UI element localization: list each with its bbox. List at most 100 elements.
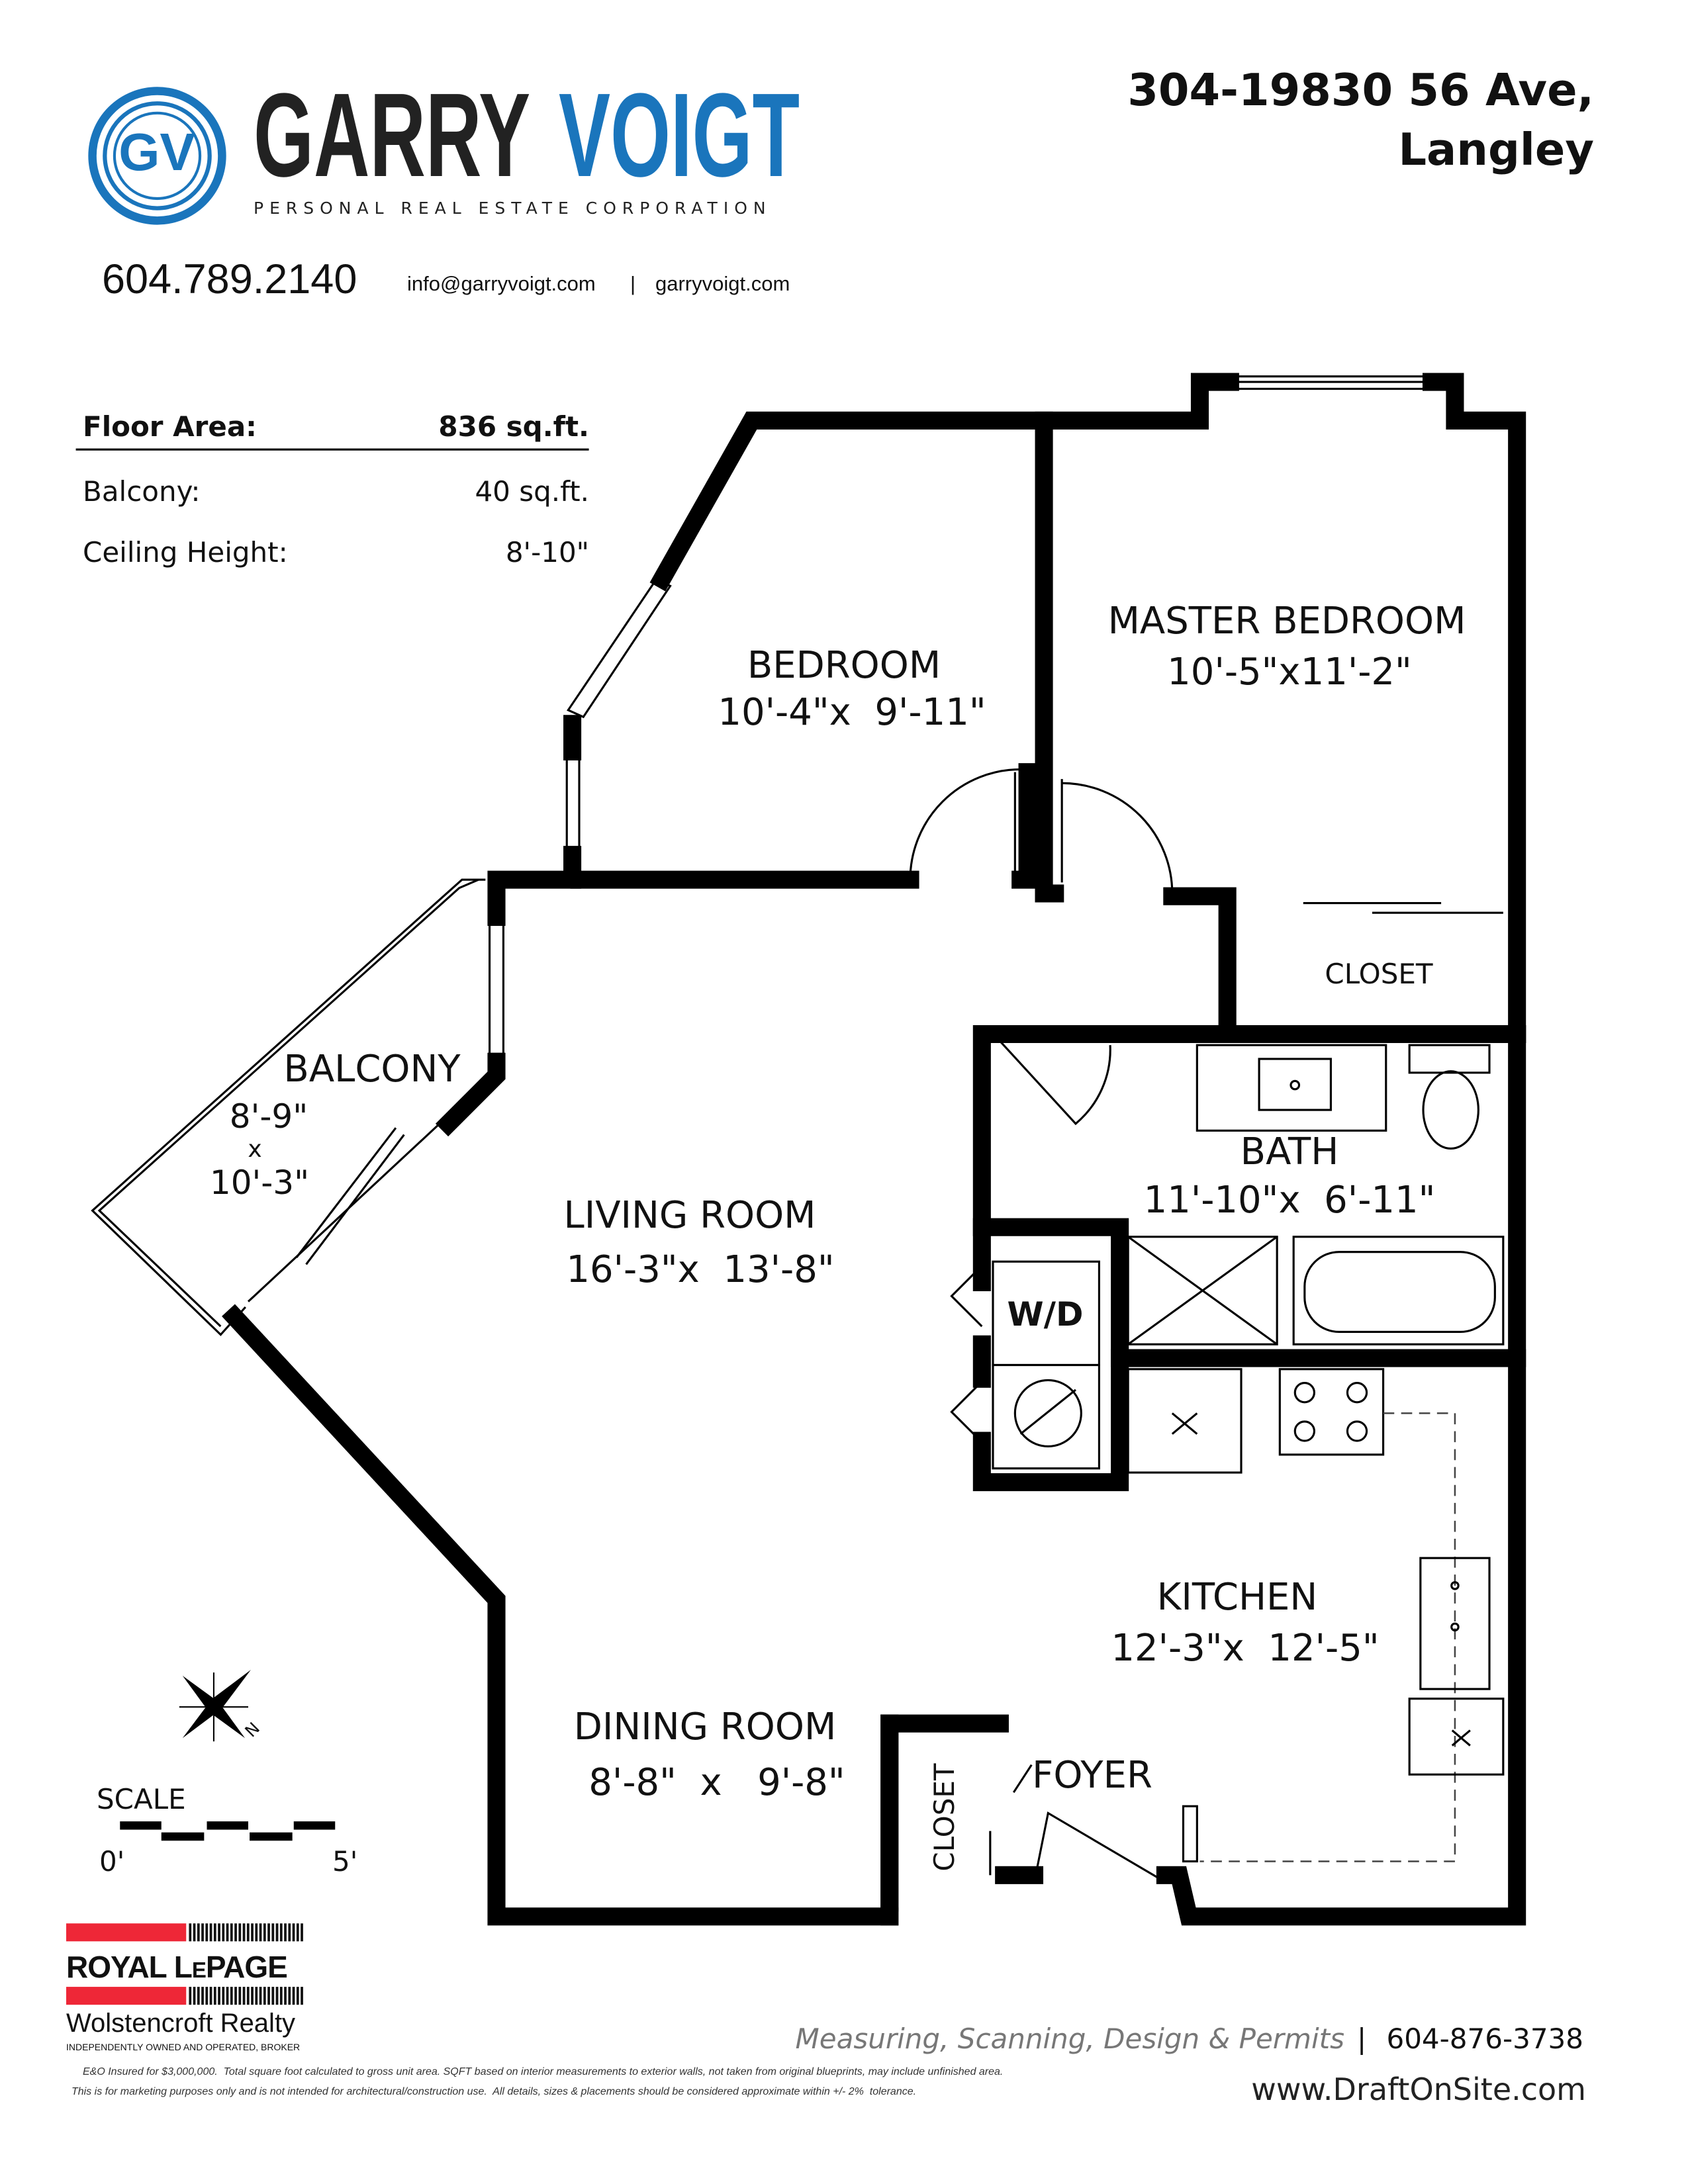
kitchen-label: KITCHEN [1156,1576,1318,1619]
logo-stripe [301,1923,303,1942]
logo-stripe [193,1987,196,2005]
master-bedroom-label: MASTER BEDROOM [1107,600,1466,643]
logo-stripe [263,1987,266,2005]
logo-stripe [246,1987,250,2005]
logo-stripe [189,1987,192,2005]
footer-sep: | [1357,2023,1367,2055]
agent-website[interactable]: garryvoigt.com [655,272,790,295]
master-bedroom-dims: 10'-5"x11'-2" [1167,651,1412,694]
brokerage-office: Wolstencroft Realty [66,2009,296,2038]
royal-lepage-bars [66,1923,303,2005]
brokerage-name-part: PAGE [205,1950,288,1984]
logo-stripe [296,1987,299,2005]
ceiling-label: Ceiling Height: [83,536,288,569]
logo-stripe [246,1923,250,1942]
logo-stripe [275,1923,279,1942]
balcony-area-value: 40 sq.ft. [475,475,589,508]
dining-room-dims: 8'-8" x 9'-8" [588,1761,845,1804]
balcony-x: x [248,1136,262,1163]
logo-stripe [288,1987,291,2005]
scale-title: SCALE [97,1783,186,1815]
draftonsite-website[interactable]: www.DraftOnSite.com [1251,2071,1586,2107]
balcony-dim1: 8'-9" [229,1097,308,1136]
logo-stripe [238,1987,242,2005]
logo-stripe [271,1987,275,2005]
scale-bar [120,1821,336,1841]
logo-stripe [197,1987,200,2005]
brand-last: VOIGT [559,69,800,202]
logo-stripe [222,1923,225,1942]
contact-separator: | [630,272,636,295]
scale-start: 0' [99,1845,125,1878]
logo-stripe [271,1923,275,1942]
logo-rings [88,87,226,225]
logo-stripe [284,1987,287,2005]
address-line1: 304-19830 56 Ave, [1127,64,1594,116]
logo-stripe [292,1923,295,1942]
living-room-dims: 16'-3"x 13'-8" [566,1248,835,1291]
foyer-closet-label: CLOSET [927,1763,961,1872]
logo-stripe [197,1923,200,1942]
disclaimer-line1: E&O Insured for $3,000,000. Total square… [83,2066,1004,2077]
logo-stripe [292,1987,295,2005]
draftonsite-services: Measuring, Scanning, Design & Permits [795,2023,1344,2055]
logo-stripe [259,1923,262,1942]
logo-stripe [255,1987,258,2005]
bath-dims: 11'-10"x 6'-11" [1143,1179,1436,1222]
logo-stripe [288,1923,291,1942]
dining-room-label: DINING ROOM [573,1706,837,1749]
scale-end: 5' [332,1845,358,1878]
logo-stripe [301,1987,303,2005]
floor-area-label: Floor Area: [83,410,257,443]
logo-stripe [189,1923,192,1942]
kitchen-dims: 12'-3"x 12'-5" [1111,1627,1380,1670]
walls [222,373,1526,1926]
logo-stripe [209,1987,212,2005]
logo-stripe [222,1987,225,2005]
logo-stripe [234,1923,237,1942]
logo-stripe [267,1987,270,2005]
agent-phone[interactable]: 604.789.2140 [102,256,357,302]
logo-stripe [230,1987,233,2005]
balcony-area-label: Balcony: [83,475,201,508]
logo-stripe [218,1987,220,2005]
logo-stripe [275,1987,279,2005]
logo-stripe [201,1923,204,1942]
logo-stripe [218,1923,220,1942]
ceiling-value: 8'-10" [505,536,589,569]
logo-stripe [205,1987,209,2005]
brand-first: GARRY [254,69,531,202]
logo-stripe [251,1987,254,2005]
brokerage-name-part: E [191,1958,207,1982]
compass-icon [179,1670,251,1742]
foyer-label: FOYER [1032,1754,1152,1797]
bedroom-label: BEDROOM [747,644,941,687]
logo-stripe [242,1923,246,1942]
logo-stripe [209,1923,212,1942]
logo-stripe [259,1987,262,2005]
logo-stripe [230,1923,233,1942]
address-line2: Langley [1398,124,1594,175]
balcony-label: BALCONY [283,1048,461,1091]
logo-stripe [205,1923,209,1942]
floor-area-value: 836 sq.ft. [438,410,589,443]
brand-sub: PERSONAL REAL ESTATE CORPORATION [254,199,772,218]
washer-dryer-label: W/D [1007,1295,1084,1334]
logo-stripe [279,1987,283,2005]
disclaimer-line2: This is for marketing purposes only and … [71,2086,917,2097]
logo-stripe [251,1923,254,1942]
logo-stripe [267,1923,270,1942]
agent-email[interactable]: info@garryvoigt.com [407,272,596,295]
brokerage-tagline: INDEPENDENTLY OWNED AND OPERATED, BROKER [66,2042,301,2052]
logo-stripe [296,1923,299,1942]
logo-stripe [201,1987,204,2005]
logo-stripe [284,1923,287,1942]
living-room-label: LIVING ROOM [563,1194,816,1237]
bath-label: BATH [1240,1130,1339,1173]
draftonsite-phone[interactable]: 604-876-3738 [1386,2023,1583,2055]
logo-stripe [279,1923,283,1942]
master-closet-label: CLOSET [1325,958,1433,990]
logo-stripe [226,1987,229,2005]
logo-stripe [193,1923,196,1942]
